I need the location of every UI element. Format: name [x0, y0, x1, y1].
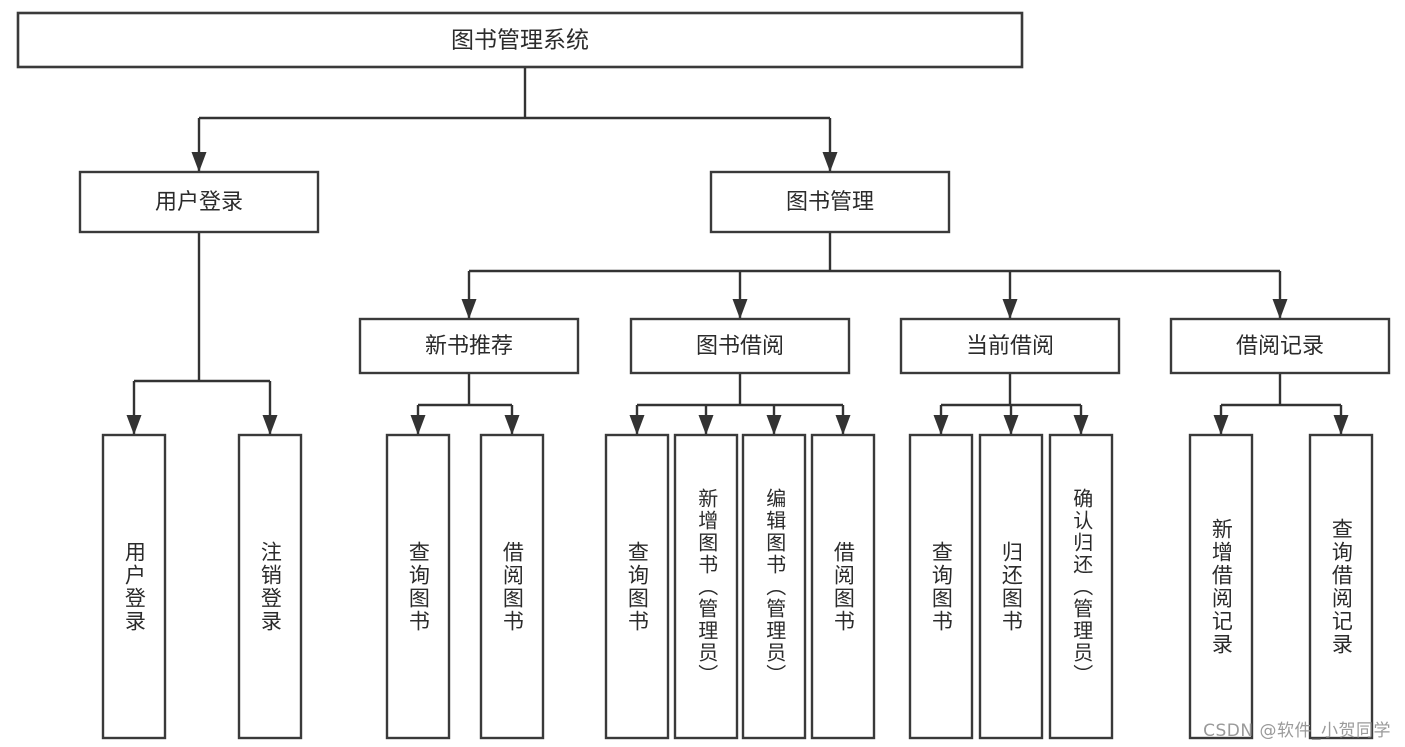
node-box-leaf-rec-borrow[interactable]: [479, 433, 545, 740]
arrow-head-book-borrow: [732, 299, 748, 319]
arrow-head-leaf-bb-query: [629, 415, 645, 435]
arrow-head-leaf-cb-confirm: [1073, 415, 1089, 435]
node-box-leaf-br-query[interactable]: [1308, 433, 1374, 740]
node-box-new-book-rec[interactable]: [358, 317, 580, 375]
arrow-head-leaf-bb-add: [698, 415, 714, 435]
node-box-leaf-bb-borrow[interactable]: [810, 433, 876, 740]
arrow-head-leaf-bb-edit: [766, 415, 782, 435]
node-box-leaf-cb-query[interactable]: [908, 433, 974, 740]
node-label-new-book-rec: 新书推荐: [425, 334, 513, 359]
arrow-head-user-login: [191, 152, 207, 172]
arrow-head-leaf-rec-query: [410, 415, 426, 435]
node-box-leaf-rec-query[interactable]: [385, 433, 451, 740]
arrow-head-leaf-bb-borrow: [835, 415, 851, 435]
node-box-leaf-bb-query[interactable]: [604, 433, 670, 740]
node-box-borrow-record[interactable]: [1169, 317, 1391, 375]
node-label-current-borrow: 当前借阅: [966, 334, 1054, 359]
node-box-root[interactable]: [16, 11, 1024, 69]
watermark: CSDN @软件_小贺同学: [1203, 721, 1391, 741]
node-box-book-borrow[interactable]: [629, 317, 851, 375]
node-label-borrow-record: 借阅记录: [1236, 334, 1324, 359]
arrow-head-leaf-user-login: [126, 415, 142, 435]
node-label-root: 图书管理系统: [451, 28, 589, 54]
node-box-leaf-bb-add[interactable]: [673, 433, 739, 740]
arrow-head-leaf-cb-query: [933, 415, 949, 435]
arrow-head-book-manage: [822, 152, 838, 172]
node-box-leaf-user-logout[interactable]: [237, 433, 303, 740]
node-box-leaf-bb-edit[interactable]: [741, 433, 807, 740]
connector-layer: [126, 67, 1349, 435]
node-label-book-borrow: 图书借阅: [696, 334, 784, 359]
node-label-book-manage: 图书管理: [786, 190, 874, 215]
node-box-leaf-cb-confirm[interactable]: [1048, 433, 1114, 740]
arrow-head-new-book-rec: [461, 299, 477, 319]
node-box-current-borrow[interactable]: [899, 317, 1121, 375]
arrow-head-leaf-br-add: [1213, 415, 1229, 435]
arrow-head-leaf-user-logout: [262, 415, 278, 435]
arrow-head-leaf-br-query: [1333, 415, 1349, 435]
node-box-layer: [16, 11, 1391, 740]
node-box-book-manage[interactable]: [709, 170, 951, 234]
arrow-head-leaf-rec-borrow: [504, 415, 520, 435]
node-box-user-login[interactable]: [78, 170, 320, 234]
node-box-leaf-br-add[interactable]: [1188, 433, 1254, 740]
node-box-leaf-cb-return[interactable]: [978, 433, 1044, 740]
arrow-head-leaf-cb-return: [1003, 415, 1019, 435]
arrow-head-current-borrow: [1002, 299, 1018, 319]
node-box-leaf-user-login[interactable]: [101, 433, 167, 740]
node-label-user-login: 用户登录: [155, 190, 243, 215]
arrow-head-borrow-record: [1272, 299, 1288, 319]
